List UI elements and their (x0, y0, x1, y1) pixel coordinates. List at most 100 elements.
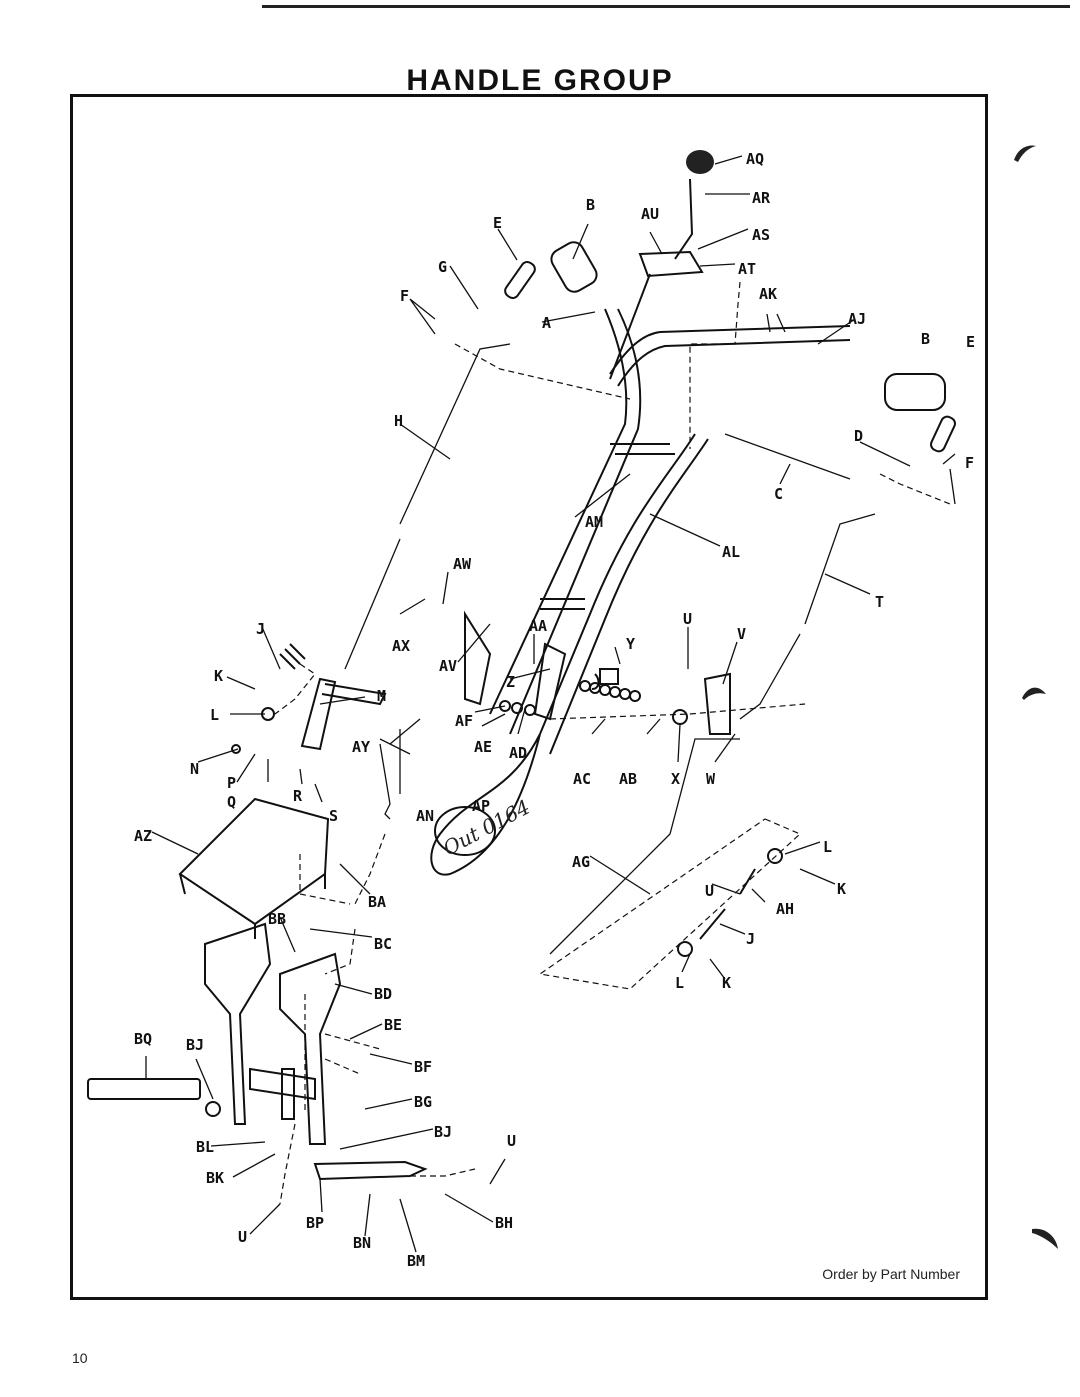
label-P: P (227, 774, 236, 792)
label-C: C (774, 485, 783, 503)
label-J-right: J (746, 930, 755, 948)
label-K-right-bottom: K (722, 974, 731, 992)
label-BQ: BQ (134, 1030, 152, 1048)
label-AE: AE (474, 738, 492, 756)
label-BN: BN (353, 1234, 371, 1252)
label-Y: Y (626, 635, 635, 653)
label-BD: BD (374, 985, 392, 1003)
label-Q: Q (227, 793, 236, 811)
label-AD: AD (509, 744, 527, 762)
label-BP: BP (306, 1214, 324, 1232)
callout-lines (145, 155, 956, 1253)
label-T: T (875, 593, 884, 611)
label-AL: AL (722, 543, 740, 561)
label-BM: BM (407, 1252, 425, 1270)
label-L-right-top: L (823, 838, 832, 856)
label-M: M (377, 687, 386, 705)
spring-assembly (677, 848, 783, 957)
label-U-lower-left: U (238, 1228, 247, 1246)
label-AA: AA (529, 617, 547, 635)
label-AR: AR (752, 189, 771, 207)
label-R: R (293, 787, 303, 805)
label-AN: AN (416, 807, 434, 825)
label-BA: BA (368, 893, 386, 911)
shift-plate (638, 250, 704, 278)
label-U-lower-right: U (507, 1132, 516, 1150)
order-note: Order by Part Number (822, 1266, 960, 1282)
label-L-left: L (210, 706, 219, 724)
hitch-bar (87, 1078, 201, 1100)
label-J-left: J (256, 620, 265, 638)
label-AC: AC (573, 770, 591, 788)
label-AJ: AJ (848, 310, 866, 328)
shield (178, 797, 330, 939)
label-E-right: E (966, 333, 975, 351)
label-S: S (329, 807, 338, 825)
label-F-left: F (400, 287, 409, 305)
right-grip-end (930, 415, 956, 453)
label-AS: AS (752, 226, 770, 244)
handle-bars (430, 308, 851, 876)
shift-lever (674, 178, 694, 260)
label-W: W (706, 770, 716, 788)
diagram-frame (70, 94, 988, 1300)
parts-diagram: AQ AR AS AT AU AK AJ B B E E G F F A D C… (87, 150, 975, 1270)
label-K-right-mid: K (837, 880, 846, 898)
label-AT: AT (738, 260, 756, 278)
label-AX: AX (392, 637, 410, 655)
label-AH: AH (776, 900, 794, 918)
label-V: V (737, 625, 746, 643)
control-rods (344, 343, 876, 955)
label-L-right-bottom: L (675, 974, 684, 992)
label-AW: AW (453, 555, 472, 573)
label-BB: BB (268, 910, 286, 928)
decal-plate (434, 806, 496, 856)
margin-mark-icon (1022, 687, 1046, 700)
label-X: X (671, 770, 680, 788)
right-grip (884, 373, 946, 411)
label-AP: AP (472, 797, 490, 815)
label-U-mid: U (683, 610, 692, 628)
hitch-plates (87, 922, 428, 1181)
label-AM: AM (585, 513, 603, 531)
label-E-top: E (493, 214, 502, 232)
label-Z: Z (506, 673, 515, 691)
shift-knob (686, 150, 714, 174)
washers (499, 680, 641, 716)
label-BJ-left: BJ (186, 1036, 204, 1054)
label-N: N (190, 760, 199, 778)
grips (504, 150, 956, 453)
label-BL: BL (196, 1138, 214, 1156)
label-K-left: K (214, 667, 223, 685)
left-grip-end (504, 260, 536, 300)
label-BG: BG (414, 1093, 432, 1111)
label-G: G (438, 258, 447, 276)
label-BC: BC (374, 935, 392, 953)
label-AF: AF (455, 712, 473, 730)
label-AQ: AQ (746, 150, 764, 168)
label-BH: BH (495, 1214, 513, 1232)
label-D: D (854, 427, 863, 445)
label-AG: AG (572, 853, 590, 871)
label-A: A (542, 314, 551, 332)
dashed-leaders (274, 281, 951, 1205)
label-AU: AU (641, 205, 659, 223)
label-AV: AV (439, 657, 457, 675)
callout-labels: AQ AR AS AT AU AK AJ B B E E G F F A D C… (134, 150, 975, 1270)
label-AK: AK (759, 285, 777, 303)
label-H: H (394, 412, 403, 430)
label-BJ-right: BJ (434, 1123, 452, 1141)
left-grip (550, 241, 598, 293)
label-AY: AY (352, 738, 370, 756)
label-BF: BF (414, 1058, 432, 1076)
label-AZ: AZ (134, 827, 152, 845)
label-F-right: F (965, 454, 974, 472)
label-U-right: U (705, 882, 714, 900)
label-AB: AB (619, 770, 637, 788)
top-rule (262, 5, 1070, 8)
page-number: 10 (72, 1350, 88, 1366)
margin-mark-icon (1014, 145, 1036, 162)
margin-mark-icon (1032, 1228, 1058, 1249)
page-title: HANDLE GROUP (406, 64, 674, 97)
label-B-right: B (921, 330, 930, 348)
